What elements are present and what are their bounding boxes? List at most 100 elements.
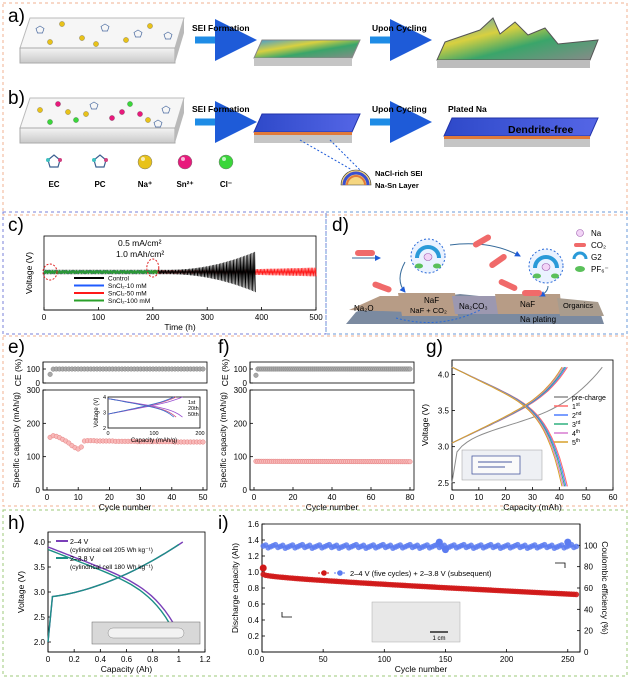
- legend-label: PC: [94, 180, 105, 189]
- legend-pf6-icon: [575, 266, 585, 272]
- sn-ion: [119, 109, 125, 115]
- legend-atom: [46, 158, 50, 162]
- x-tick-label: 20: [289, 493, 298, 502]
- panel-label-e: e): [8, 337, 25, 358]
- inset-legend-2: 50th: [188, 412, 199, 418]
- ce-point: [407, 366, 413, 372]
- g2-arc: [533, 255, 559, 269]
- legend-label: Sn²⁺: [176, 180, 193, 189]
- legend-label-1: SnCl₂-10 mM: [108, 283, 147, 290]
- molecules-a: [35, 21, 173, 47]
- solvent-molecule: [133, 29, 143, 38]
- legend-marker-cap: [321, 570, 327, 576]
- y-axis-label-g: Voltage (V): [420, 404, 430, 446]
- x-tick-label: 50: [319, 655, 328, 664]
- capacity-point: [78, 444, 84, 450]
- dendrite-surface-a: [436, 17, 599, 61]
- pf6-anion: [415, 263, 423, 269]
- capacity-axis-label: Specific capacity (mAh/g): [11, 392, 21, 488]
- dendrite-free-label: Dendrite-free: [508, 124, 574, 136]
- co2-molecule: [522, 290, 542, 296]
- legend-label: PF₆⁻: [591, 265, 609, 274]
- y-tick-label: 0: [36, 379, 41, 388]
- y-tick-label: 2.0: [34, 638, 46, 647]
- sn-ion: [137, 111, 143, 117]
- na-ion: [123, 37, 129, 43]
- sei-base-a: [254, 58, 352, 66]
- legend-label-0: Control: [108, 276, 130, 283]
- x-tick-label: 250: [561, 655, 575, 664]
- electrolyte-box-a: [19, 17, 185, 49]
- legend-label: Na⁺: [138, 180, 152, 189]
- x-tick-label: 0.8: [147, 655, 159, 664]
- inset-x-tick: 0: [106, 431, 109, 437]
- legend-g2-icon: [572, 251, 588, 260]
- panel-label-f: f): [218, 337, 230, 358]
- x-tick-label: 40: [167, 493, 176, 502]
- ce-point: [47, 371, 53, 377]
- discharge-curve-0: [47, 546, 184, 643]
- schematic-d: Na₂O NaF NaF + CO₂ Na₂CO₃ NaF Organics N…: [346, 229, 609, 324]
- layer-naf-co2: NaF + CO₂: [410, 306, 447, 315]
- y-tick-label: 4.0: [438, 370, 450, 379]
- na-ion: [145, 117, 151, 123]
- inset-legend-1: 20th: [188, 406, 199, 412]
- y-tick-label: 100: [234, 365, 248, 374]
- y-tick-label: 0.4: [248, 616, 260, 625]
- x-tick-label: 50: [582, 493, 591, 502]
- charge-curve-0: [451, 366, 603, 483]
- y-tick-label: 20: [584, 627, 593, 636]
- legend-co2-icon: [574, 243, 586, 247]
- x-tick-label: 60: [367, 493, 376, 502]
- sei-formation-label-a: SEI Formation: [192, 23, 250, 33]
- y-tick-label: 80: [584, 563, 593, 572]
- x-tick-label: 50: [199, 493, 208, 502]
- chart-i: 0.00.20.40.60.81.01.21.41.60204060801000…: [230, 520, 610, 674]
- axis-pointer-left: [281, 612, 292, 618]
- x-tick-label: 0: [42, 313, 47, 322]
- x-tick-label: 0: [252, 493, 257, 502]
- sn-ion: [55, 101, 61, 107]
- x-tick-label: 10: [474, 493, 483, 502]
- x-tick-label: 40: [328, 493, 337, 502]
- x-tick-label: 0.2: [69, 655, 81, 664]
- legend-label: Na: [591, 229, 602, 238]
- co2-molecule: [498, 279, 518, 291]
- sei-surface-a: [253, 39, 361, 59]
- charge-curve-1: [451, 366, 568, 444]
- solvent-molecule: [35, 25, 45, 34]
- panel-hi-frame: [2, 509, 628, 677]
- y-axis-label-h: Voltage (V): [16, 571, 26, 613]
- solvent-molecule: [161, 105, 171, 114]
- y-tick-label: 0.8: [248, 584, 260, 593]
- legend-pc-icon: [93, 154, 107, 168]
- molecules-b: [37, 101, 171, 128]
- cylindrical-cell: [107, 627, 185, 639]
- capacity-axis-label: Specific capacity (mAh/g): [218, 392, 228, 488]
- legend-note-1: (cylindrical cell 180 Wh kg⁻¹): [70, 564, 153, 571]
- x-tick-label: 80: [406, 493, 415, 502]
- x-tick-label: 200: [500, 655, 514, 664]
- y-tick-label: 300: [27, 386, 41, 395]
- naf-layer: [495, 294, 562, 314]
- pouch-cell-photo-i: [371, 601, 461, 643]
- annotation-current: 0.5 mA/cm²: [118, 238, 162, 248]
- inset-x-label: Capacity (mAh/g): [131, 438, 177, 444]
- co2-path: [395, 309, 481, 323]
- y-tick-label: 0.0: [248, 648, 260, 657]
- legend-ion-2: [137, 154, 153, 170]
- y-tick-label: 200: [234, 419, 248, 428]
- co2-molecule: [355, 250, 375, 256]
- nasn-strip-b2: [444, 136, 590, 139]
- x-axis-label-i: Cycle number: [395, 664, 448, 674]
- naf-co2-layer: [398, 293, 458, 316]
- y-tick-label: 2.5: [34, 613, 46, 622]
- nasn-layer-label: Na-Sn Layer: [375, 181, 419, 190]
- legend-ion-3: [177, 154, 193, 170]
- na-ion: [79, 35, 85, 41]
- y2-axis-label-i: Coulombic efficiency (%): [600, 541, 610, 635]
- x-tick-label: 30: [136, 493, 145, 502]
